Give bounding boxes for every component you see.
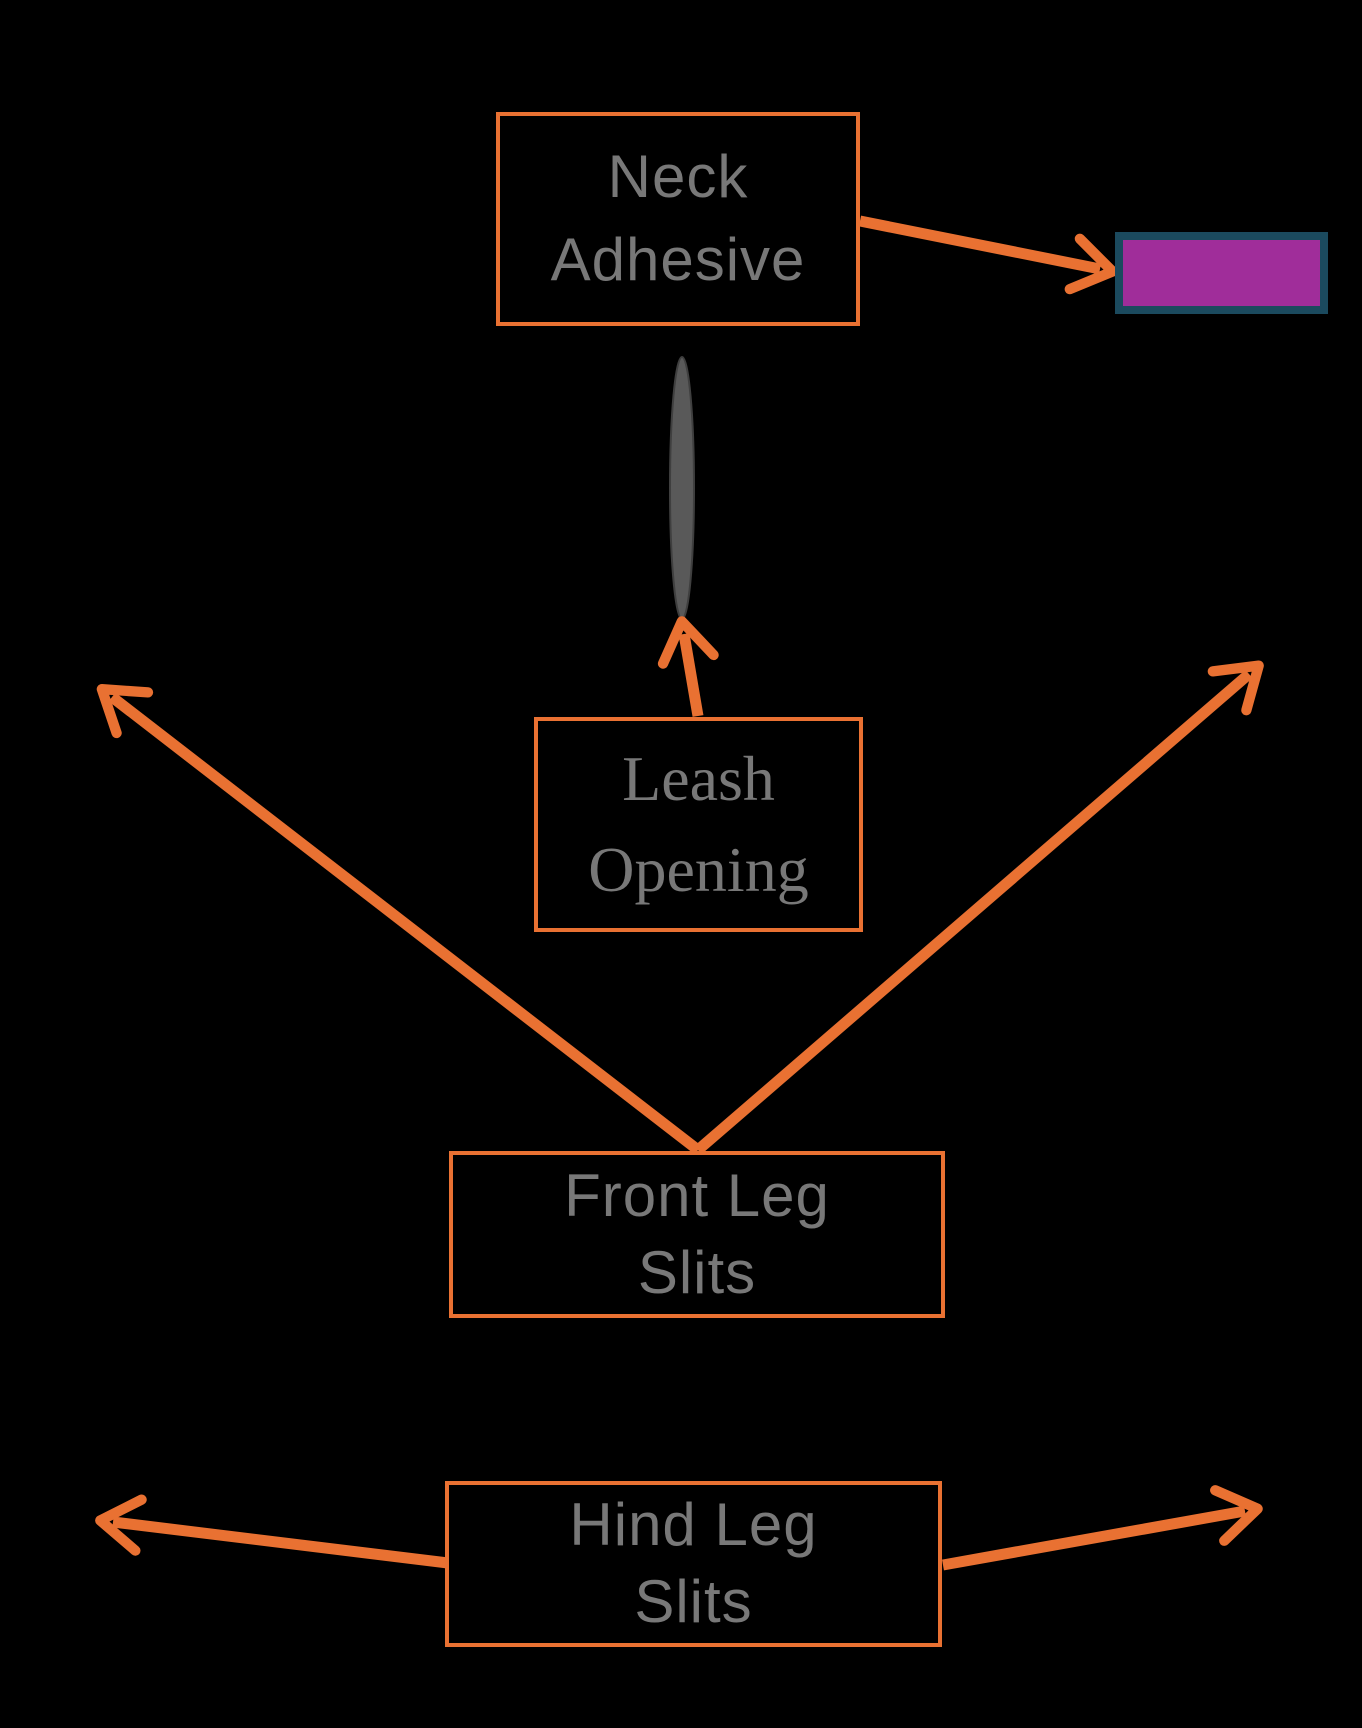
arrow-leash-opening-to-ellipse — [657, 616, 719, 717]
node-front-leg-slits: Front Leg Slits — [449, 1151, 945, 1318]
node-label-line: Adhesive — [550, 226, 806, 293]
node-leash-opening: Leash Opening — [534, 717, 863, 932]
node-label-line: Neck — [607, 143, 749, 211]
node-label-line: Slits — [634, 1568, 753, 1635]
node-label-line: Leash — [622, 742, 775, 814]
node-label-line: Front Leg — [564, 1161, 830, 1229]
node-neck-adhesive: Neck Adhesive — [496, 112, 860, 326]
node-label-line: Opening — [588, 833, 809, 905]
arrow-front-leg-left — [96, 684, 702, 1155]
node-label-line: Slits — [637, 1238, 757, 1306]
arrow-hind-leg-left — [95, 1494, 449, 1569]
leash-slit-ellipse — [669, 356, 695, 620]
node-label-line: Hind Leg — [569, 1491, 818, 1559]
arrow-neck-adhesive-to-swatch — [858, 215, 1118, 295]
arrow-hind-leg-right — [942, 1485, 1263, 1571]
arrow-front-leg-right — [694, 660, 1264, 1155]
color-swatch — [1115, 232, 1328, 314]
node-hind-leg-slits: Hind Leg Slits — [445, 1481, 942, 1647]
